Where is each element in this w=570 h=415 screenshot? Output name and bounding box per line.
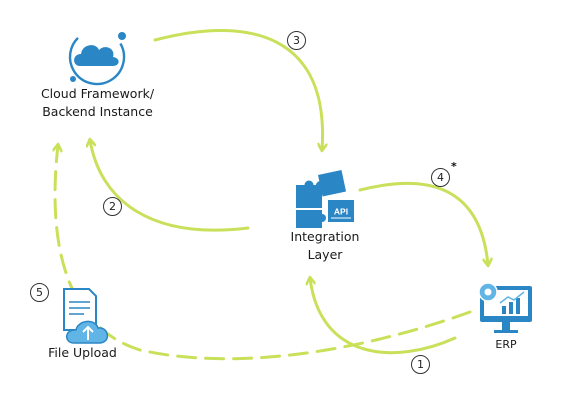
step-number-4: 4 — [431, 168, 450, 187]
arrow-cloud-to-integration — [153, 29, 323, 150]
arrow-integration-to-erp — [358, 181, 488, 265]
cloud-framework-label: Cloud Framework/ Backend Instance — [40, 86, 155, 119]
arrow-erp-to-integration — [310, 278, 457, 355]
cloud-icon — [68, 28, 126, 86]
arrow-erp-to-cloud-dashed — [55, 145, 472, 361]
document-upload-icon — [63, 288, 109, 344]
monitor-chart-gear-icon — [478, 282, 532, 333]
erp-label: ERP — [495, 338, 517, 351]
step-number-1: 1 — [411, 355, 430, 374]
puzzle-api-icon: API — [296, 169, 354, 228]
integration-layer-label: Integration Layer — [290, 229, 360, 262]
step-number-5: 5 — [30, 283, 49, 302]
step-number-2: 2 — [103, 197, 122, 216]
file-upload-label: File Upload — [48, 345, 117, 360]
api-badge: API — [334, 207, 348, 217]
step-number-3: 3 — [287, 31, 306, 50]
arrow-integration-to-cloud — [90, 140, 250, 232]
step-4-asterisk: * — [451, 160, 457, 173]
